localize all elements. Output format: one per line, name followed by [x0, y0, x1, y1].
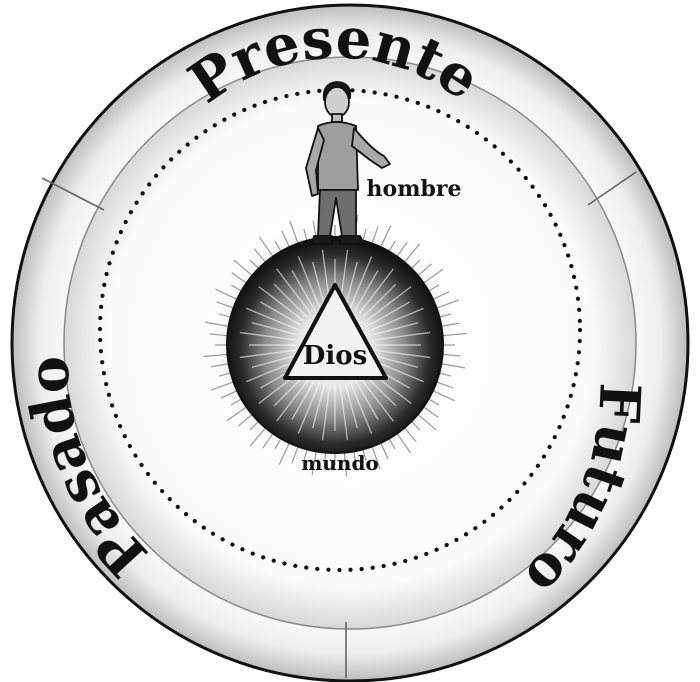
standing-man-icon: [305, 81, 391, 245]
triangle-icon: [283, 283, 388, 380]
hombre-label: hombre: [367, 176, 462, 202]
mundo-label: mundo: [301, 451, 379, 475]
dios-label: Dios: [303, 341, 367, 371]
ring-dividers: [41, 171, 637, 678]
